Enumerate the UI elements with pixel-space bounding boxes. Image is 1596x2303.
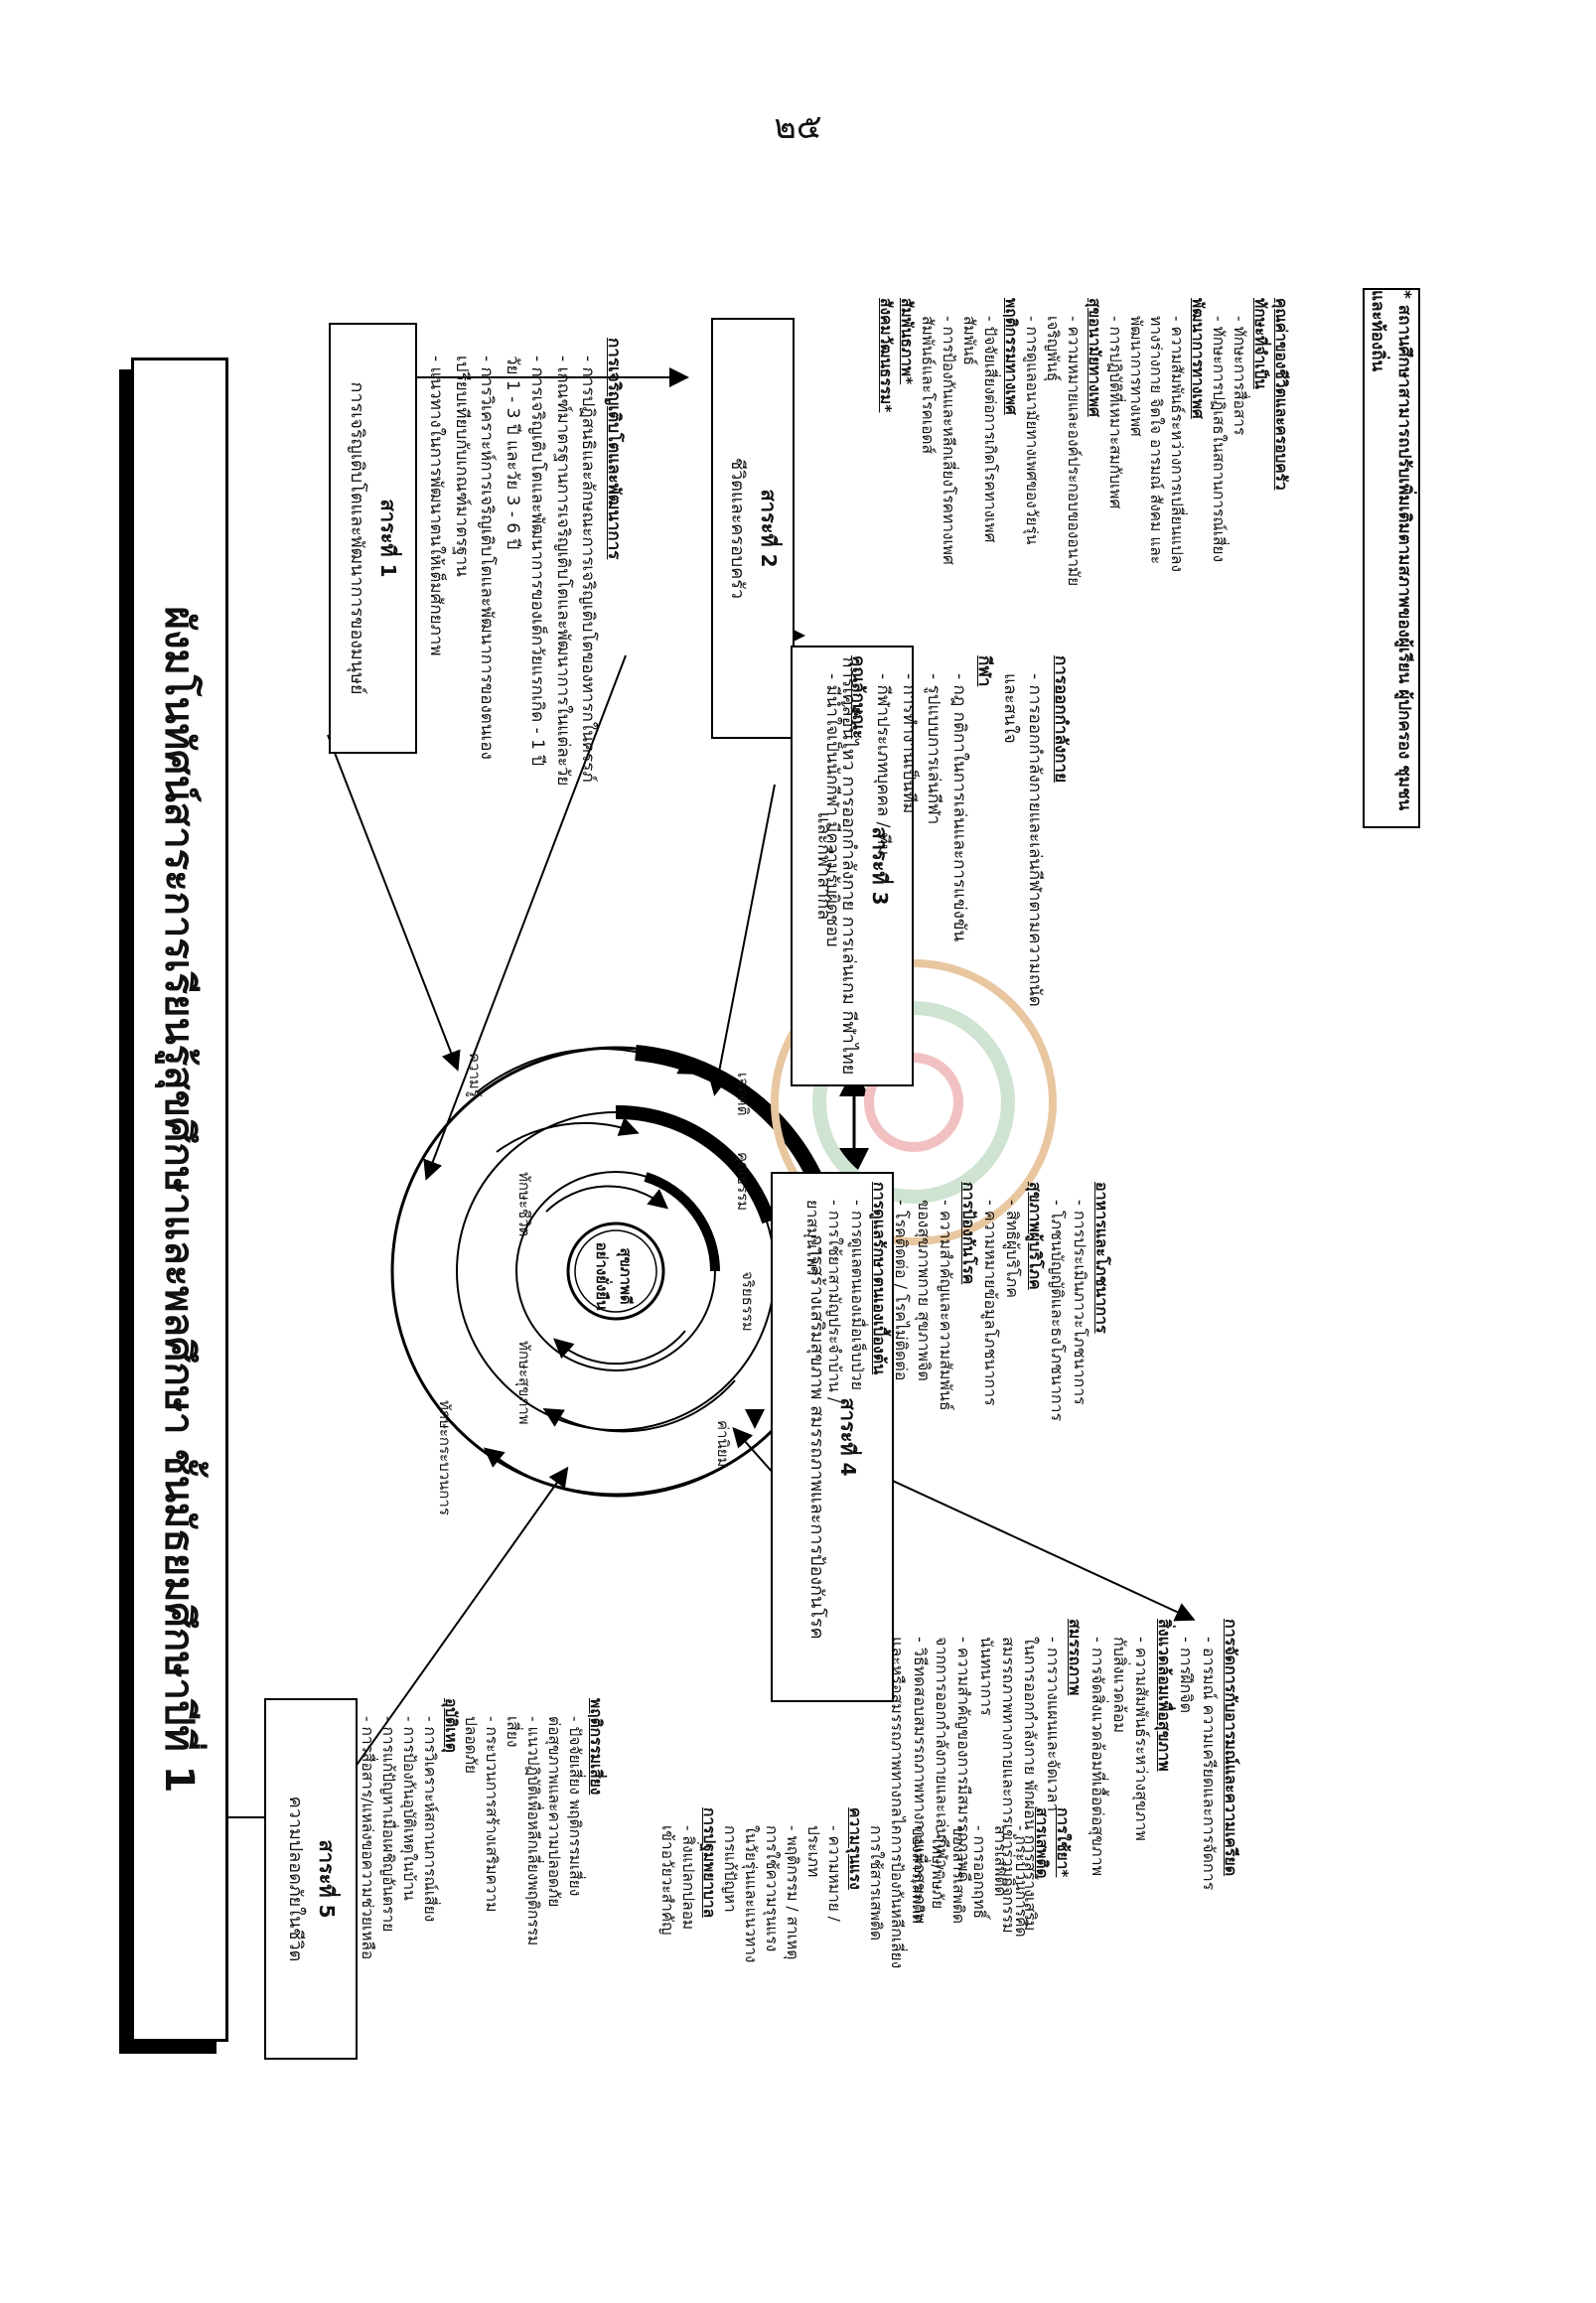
strand1-box: สาระที่ 1 การเจริญเติบโตและพัฒนาการของมน… <box>329 323 417 754</box>
strand5-list-b: การใช้ยา* สารเสพติด - กระบวนการคิด สารเส… <box>658 1807 1072 1969</box>
strand1-list: การเจริญเติบโตและพัฒนาการ - การปฏิสนธิแล… <box>426 338 625 787</box>
strand4-list-a: อาหารและโภชนาการ - การประเมินภาวะโภชนากา… <box>802 1182 1111 1422</box>
seal-watermark <box>771 959 1057 1245</box>
arrow-s4-s5 <box>865 1467 1196 1622</box>
arrow-strand2 <box>423 654 627 1181</box>
ring3-process-skill: ทักษะกระบวนการ <box>436 1400 454 1515</box>
arrow-strand3 <box>708 784 776 1096</box>
strand5-box: สาระที่ 5 ความปลอดภัยในชีวิต <box>264 1698 358 2060</box>
footnote: * สถานศึกษาสามารถปรับเพิ่มเติมตามสภาพของ… <box>1363 288 1420 828</box>
ring2-ethics: จริยธรรม <box>739 1271 757 1332</box>
core-label: สุขภาพดีอย่างยั่งยืน <box>593 1241 635 1311</box>
strand3-list: การออกกำลังกาย - การออกกำลังกายและเล่นกี… <box>822 655 1072 1007</box>
ring1-life-skill: ทักษะชีวิต <box>515 1172 533 1237</box>
ring1-health-skill: ทักษะสุขภาพ <box>515 1341 533 1425</box>
arrow-strand1 <box>327 734 461 1072</box>
ring2-virtue: คุณธรรม <box>734 1152 752 1212</box>
strand5-list-a: พฤติกรรมเสี่ยง - ปัจจัยเสี่ยง พฤติกรรมเส… <box>358 1698 605 1960</box>
ring2-values: ค่านิยม <box>714 1420 732 1468</box>
ring3-attitude: เจตคติ <box>734 1073 752 1116</box>
map-title: ผังมโนทัศน์สาระการเรียนรู้สุขศึกษาและพลศ… <box>131 358 228 2042</box>
arrow-strand5 <box>347 1466 569 1779</box>
page-number: ๒๕ <box>774 107 822 147</box>
concept-map: ผังมโนทัศน์สาระการเรียนรู้สุขศึกษาและพลศ… <box>99 228 1490 2165</box>
strand2-box: สาระที่ 2 ชีวิตและครอบครัว <box>711 318 795 739</box>
ring3-knowledge: ความรู้ <box>466 1053 484 1097</box>
